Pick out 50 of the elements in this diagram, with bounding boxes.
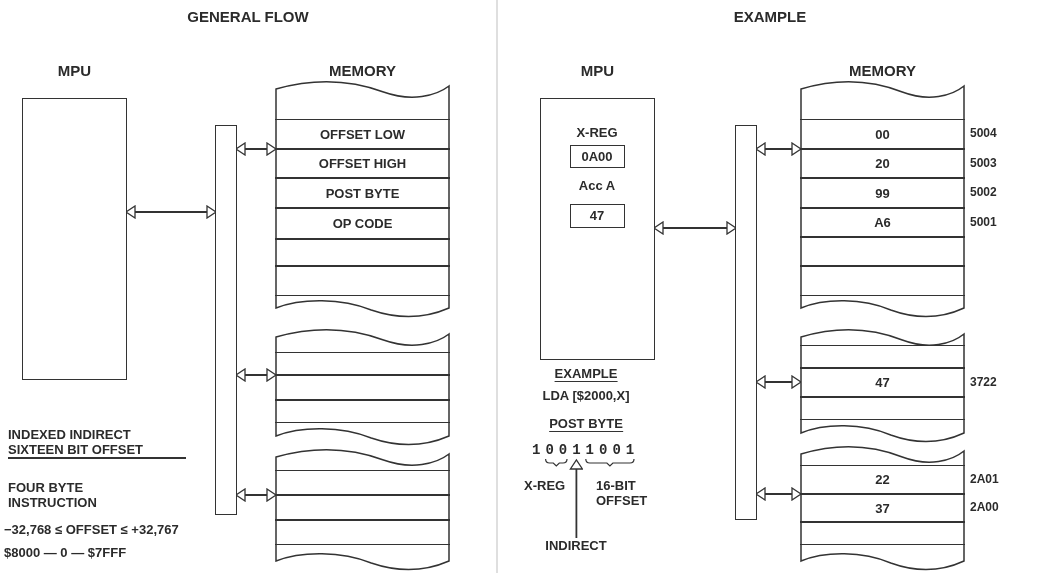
address-label: 5001 xyxy=(970,214,997,229)
memory-location: A6 xyxy=(800,208,965,237)
double-arrow xyxy=(235,142,277,156)
register-value: 47 xyxy=(569,203,625,228)
memory-location: OFFSET LOW xyxy=(275,119,450,149)
field-label: 16-BIT OFFSET xyxy=(596,478,649,508)
double-arrow xyxy=(653,221,737,235)
bus-bar xyxy=(215,125,237,515)
double-arrow xyxy=(125,205,217,219)
panel-heading: EXAMPLE xyxy=(733,8,807,25)
address-label: 5002 xyxy=(970,185,997,199)
field-label: X-REG xyxy=(524,478,566,493)
address-label: 5003 xyxy=(970,155,997,170)
range-text: −32,768 ≤ OFFSET ≤ +32,767 xyxy=(4,522,179,537)
double-arrow xyxy=(755,375,802,389)
note-text: FOUR BYTE INSTRUCTION xyxy=(8,480,98,510)
register-name: X-REG xyxy=(575,124,619,140)
section-heading: INDEXED INDIRECT SIXTEEN BIT OFFSET xyxy=(8,427,186,459)
address-label: 3722 xyxy=(970,374,997,389)
bus-bar xyxy=(735,125,757,520)
block-heading: MPU xyxy=(579,62,616,79)
range-text: $8000 — 0 — $7FFF xyxy=(4,545,127,560)
register-name: Acc A xyxy=(577,177,617,193)
double-arrow xyxy=(755,487,802,501)
address-label: 5004 xyxy=(970,126,997,140)
memory-location: 99 xyxy=(800,178,965,208)
double-arrow xyxy=(235,488,277,502)
address-label: 2A01 xyxy=(970,471,999,486)
subheading: EXAMPLE xyxy=(554,366,618,382)
register-value: 0A00 xyxy=(569,144,625,168)
memory-location: 00 xyxy=(800,119,965,149)
bit-caption: INDIRECT xyxy=(536,538,616,556)
memory-location: 47 xyxy=(800,368,965,397)
block-heading: MPU xyxy=(56,62,93,79)
memory-location: OP CODE xyxy=(275,208,450,239)
memory-location: 37 xyxy=(800,494,965,522)
panel-heading: GENERAL FLOW xyxy=(187,8,309,25)
double-arrow xyxy=(235,368,277,382)
block-heading: MEMORY xyxy=(328,62,397,79)
memory-location: 22 xyxy=(800,465,965,494)
memory-location: POST BYTE xyxy=(275,178,450,208)
memory-location: OFFSET HIGH xyxy=(275,149,450,178)
memory-location: 20 xyxy=(800,149,965,178)
block-heading: MEMORY xyxy=(848,62,917,79)
instruction-text: LDA [$2000,X] xyxy=(542,388,630,403)
address-label: 2A00 xyxy=(970,500,999,514)
subheading: POST BYTE xyxy=(549,416,623,432)
byte-value: 10011001 xyxy=(532,442,644,460)
double-arrow xyxy=(569,459,584,539)
double-arrow xyxy=(755,142,802,156)
